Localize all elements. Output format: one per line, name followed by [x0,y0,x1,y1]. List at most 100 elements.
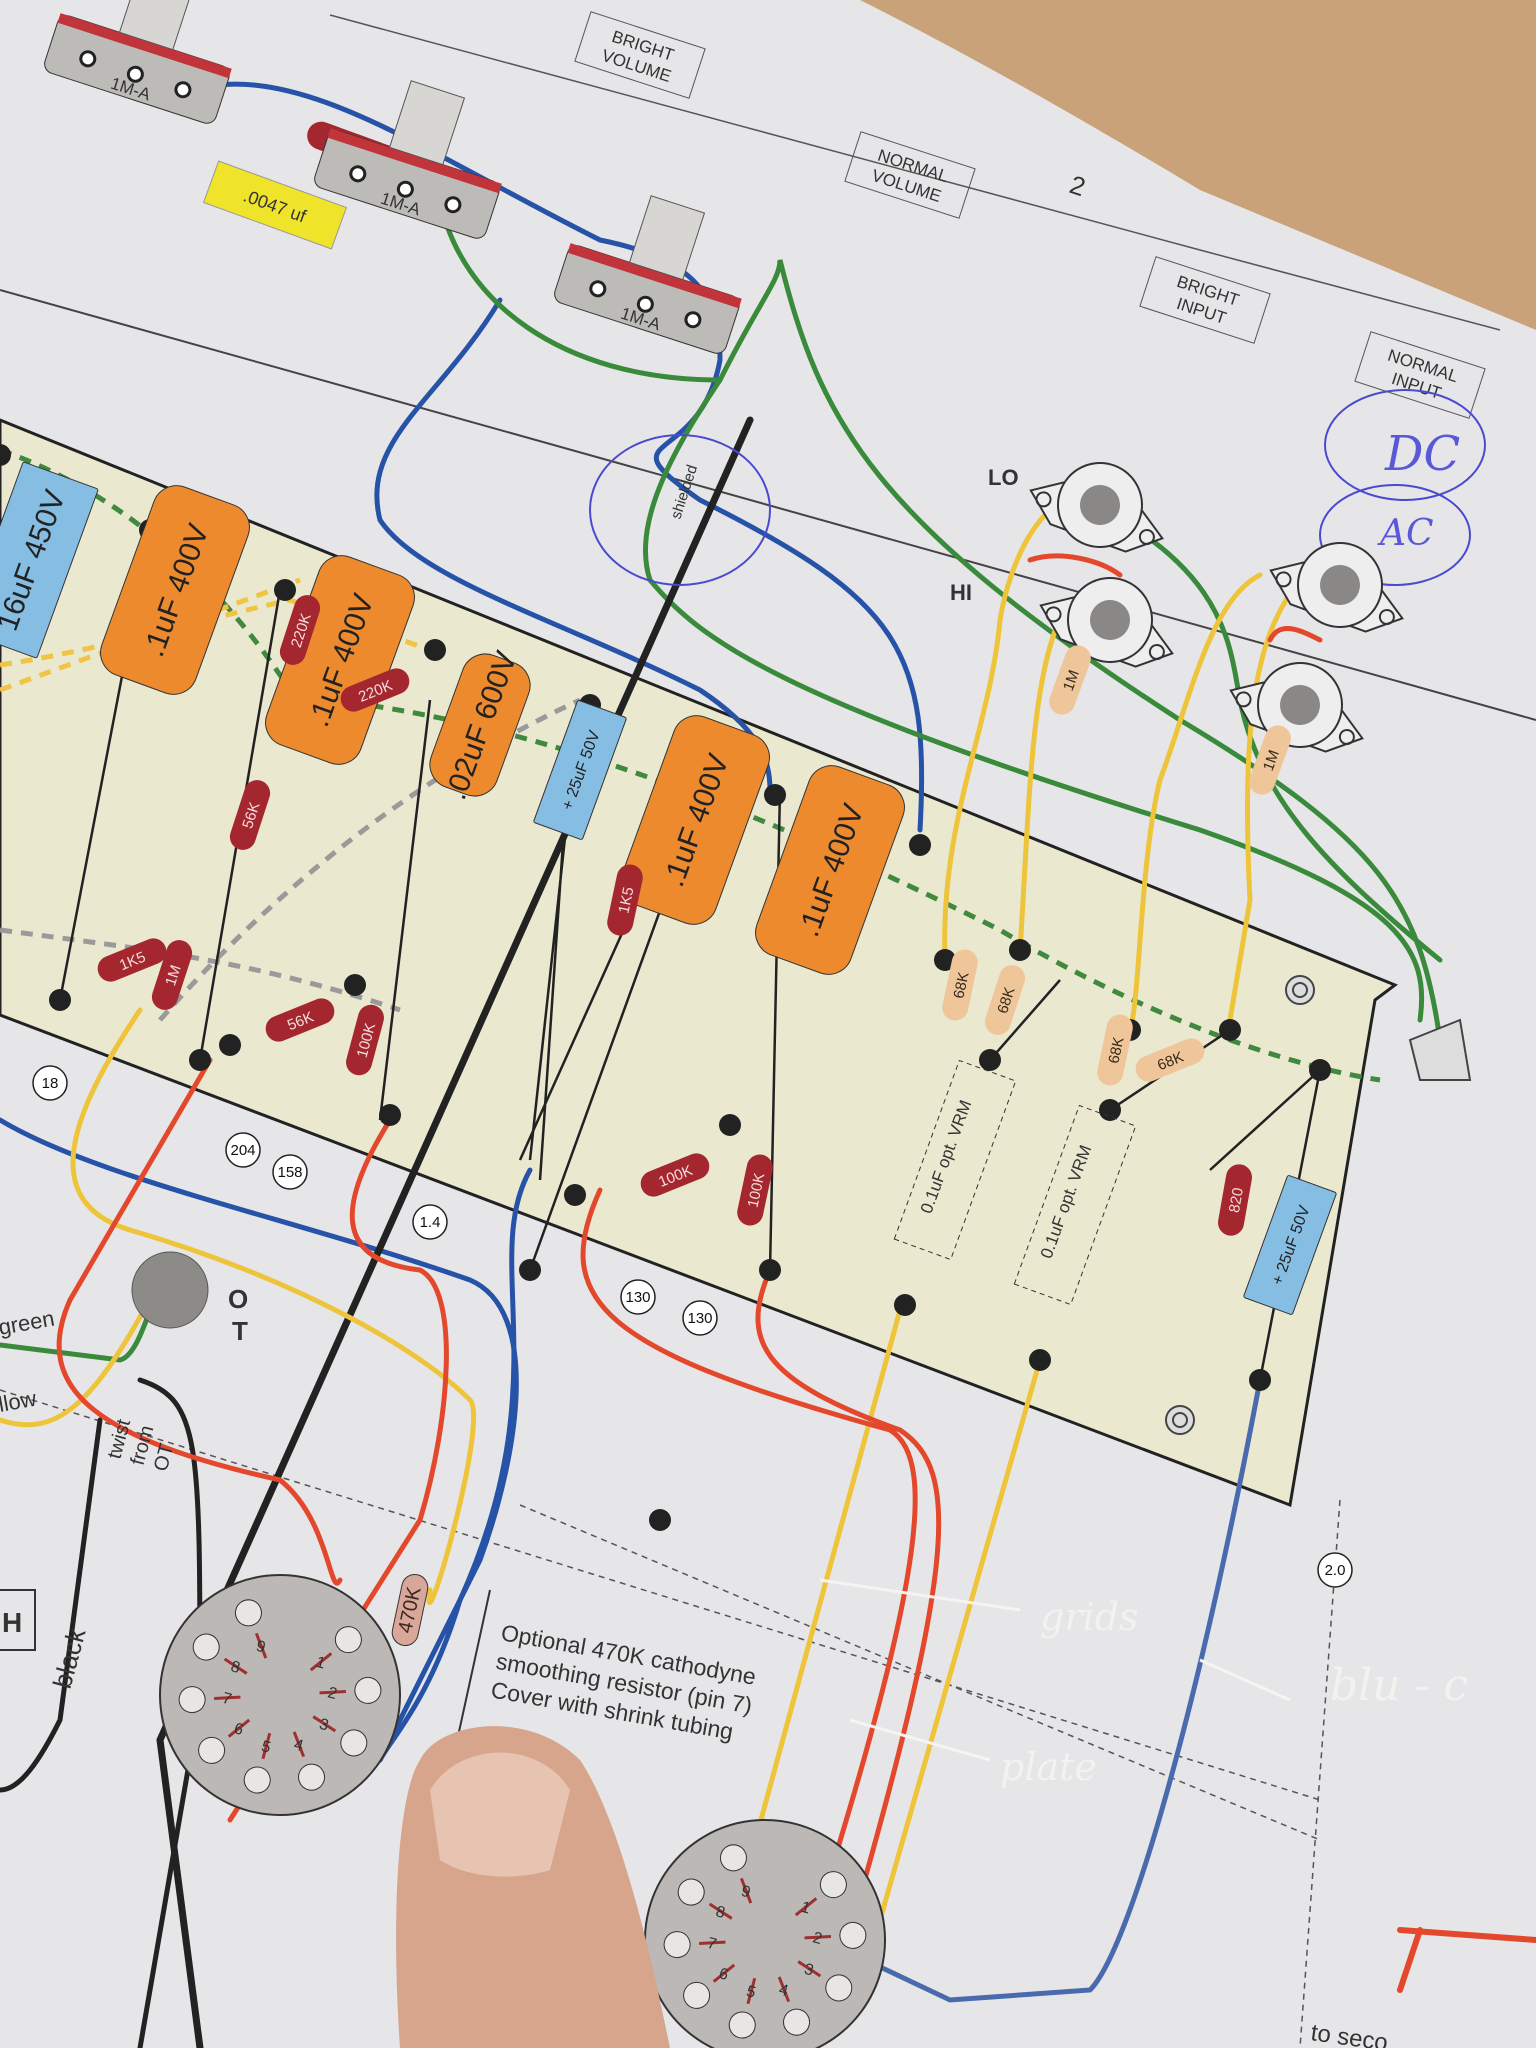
pot-lug [126,65,144,83]
handwritten-grids: grids [1040,1595,1138,1639]
resistor-value: 1M [162,963,185,988]
pin-number: 9 [739,1883,752,1902]
socket-spoke [804,1935,831,1940]
socket-pin [234,1599,262,1627]
voltage-circle [32,1065,68,1101]
wire-yellow-6 [877,1357,1043,1923]
pin-number: 9 [254,1638,267,1657]
pot-lug [396,180,414,198]
capacitor-8: + 25uF 50V [1243,1175,1337,1315]
voltage-circle [682,1300,718,1336]
turret [909,834,931,856]
potentiometers: 1M-A1M-A1M-A [42,0,763,356]
handwritten-plate: plate [1000,1745,1097,1789]
turret [1309,1059,1331,1081]
pot-1[interactable]: 1M-A [42,0,253,126]
pot-lug [174,81,192,99]
voltage-value: 158 [277,1164,302,1181]
input-jack-3[interactable] [1260,522,1420,649]
pin-number: 7 [220,1690,233,1709]
voltage-value: 130 [625,1289,650,1306]
jack-sleeve [1320,565,1360,605]
wire-red-6 [1397,1927,1536,1993]
resistor-value: 1K5 [615,885,637,915]
socket-pin [825,1974,853,2002]
capacitor-2: .1uF 400V [100,485,250,695]
socket-pin [839,1921,867,1949]
turret [979,1049,1001,1071]
resistor-10: 100K [737,1154,773,1226]
resistor-11: 68K [942,949,978,1021]
socket-spoke [708,1902,733,1920]
wire-blue-4 [377,1167,533,1763]
capacitor-body [755,765,905,975]
pot-rim [327,128,502,194]
resistor-body [607,864,643,936]
socket-pin [354,1676,382,1704]
turret [649,1509,671,1531]
ot-label: O [228,1284,248,1314]
capacitor-5: + 25uF 50V [533,700,627,840]
pot-3[interactable]: 1M-A [552,177,763,356]
handwritten-blu: blu - c [1330,1660,1468,1711]
jack-sleeve [1280,685,1320,725]
pin-number: 4 [777,1981,790,2000]
wire-red-5 [755,1267,942,2003]
resistor-body [1097,1014,1133,1086]
resistor-12: 68K [984,965,1026,1035]
resistor-18: 470K [391,1574,429,1646]
jack-lug [1275,571,1292,588]
pin-number: 1 [799,1899,812,1918]
wire-black [156,416,754,2048]
socket-spoke [254,1632,268,1659]
pin-number: 6 [232,1720,245,1739]
pin-number: 8 [714,1903,727,1922]
socket-spoke [261,1732,272,1760]
voltage-value: 2.0 [1325,1562,1346,1579]
socket-pin [719,1844,747,1872]
socket-pin [819,1871,847,1899]
voltage-circle [225,1132,261,1168]
socket-pin [340,1729,368,1757]
resistor-body [340,668,410,712]
voltage-circle [272,1154,308,1190]
turret [1099,1099,1121,1121]
capacitor-6: .1uF 400V [620,715,770,925]
resistor-body [1135,1038,1205,1082]
input-jack-1[interactable] [1020,442,1180,569]
resistor-body [265,998,335,1042]
capacitor-body [429,653,531,797]
socket-pin [198,1736,226,1764]
capacitor-body [0,461,99,659]
socket-spoke [739,1877,753,1904]
jack-sleeve [1080,485,1120,525]
voltage-circle [1317,1552,1353,1588]
turret [219,1034,241,1056]
turret [764,784,786,806]
note-bracket [454,1589,491,1751]
resistor-body [942,949,978,1021]
voltage-value: 130 [687,1310,712,1327]
label-hi: HI [950,580,972,605]
panel-top-line [329,14,1501,331]
jack-lug [1338,728,1355,745]
pin-number: 7 [705,1935,718,1954]
pot-shaft [118,0,196,51]
input-jack-2[interactable] [1030,557,1190,684]
jack-sleeve [1090,600,1130,640]
resistor-value: 820 [1226,1186,1247,1214]
silver-arrows [819,1578,1291,1762]
turret [424,639,446,661]
pot-rim [567,243,742,309]
capacitor-3: .1uF 400V [265,555,415,765]
socket-spoke [712,1963,736,1983]
pin-number: 3 [802,1961,815,1980]
turret [934,949,956,971]
socket-spoke [223,1657,248,1675]
jack-lug [1045,606,1062,623]
pot-2[interactable]: 1M-A [312,62,523,241]
label-lo: LO [988,465,1019,490]
